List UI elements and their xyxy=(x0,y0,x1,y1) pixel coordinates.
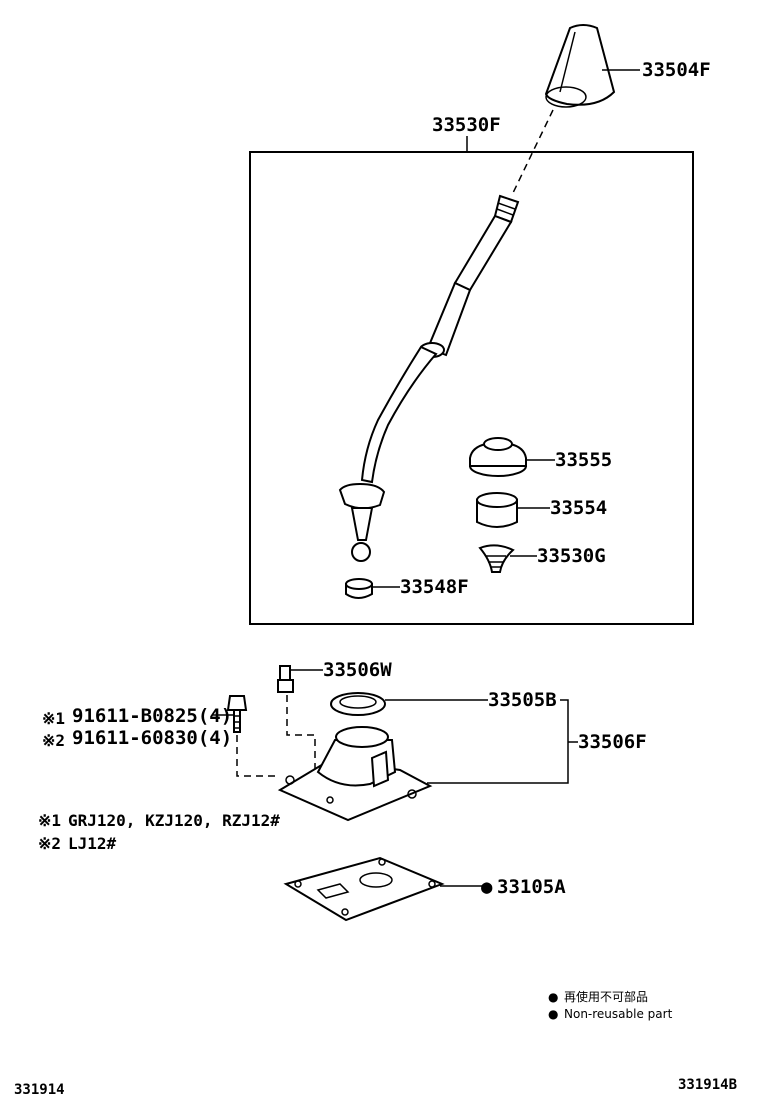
part-number-boot[interactable]: 33555 xyxy=(555,449,612,471)
part-number-bushing[interactable]: 33554 xyxy=(550,497,607,519)
retainer-housing[interactable] xyxy=(277,726,433,822)
lever-bushing[interactable] xyxy=(476,492,518,528)
note-mark-2-footnote: ※2 xyxy=(38,834,61,853)
legend-english: Non-reusable part xyxy=(564,1007,673,1021)
lever-seat[interactable] xyxy=(345,578,373,599)
note-1-text: GRJ120, KZJ120, RZJ12# xyxy=(68,811,280,830)
lever-boot[interactable] xyxy=(469,437,527,477)
retainer-ring[interactable] xyxy=(330,692,386,716)
footer-right-code: 331914B xyxy=(678,1077,737,1093)
mounting-bolt[interactable] xyxy=(226,695,248,733)
part-number-spring[interactable]: 33530G xyxy=(537,545,606,567)
legend-dot-en: ● xyxy=(548,1007,558,1021)
legend-japanese: 再使用不可部品 xyxy=(564,989,648,1004)
note-2-text: LJ12# xyxy=(68,834,117,853)
part-number-lever-assembly[interactable]: 33530F xyxy=(432,114,501,136)
note-mark-1-footnote: ※1 xyxy=(38,811,61,830)
part-number-retainer-ring[interactable]: 33505B xyxy=(488,689,557,711)
shift-knob[interactable] xyxy=(544,24,616,108)
non-reusable-dot-gasket: ● xyxy=(481,876,493,898)
part-number-bolt-1[interactable]: 91611-B0825(4) xyxy=(72,705,232,727)
part-number-knob[interactable]: 33504F xyxy=(642,59,711,81)
floor-gasket[interactable] xyxy=(283,856,445,922)
part-number-retainer-pin[interactable]: 33506W xyxy=(323,659,392,681)
part-number-seat[interactable]: 33548F xyxy=(400,576,469,598)
lever-assembly-box xyxy=(249,151,694,625)
part-number-gasket[interactable]: 33105A xyxy=(497,876,566,898)
retainer-pin[interactable] xyxy=(277,665,294,693)
note-mark-2: ※2 xyxy=(42,731,65,750)
part-number-retainer-housing[interactable]: 33506F xyxy=(578,731,647,753)
footer-left-code: 331914 xyxy=(14,1082,65,1098)
note-mark-1: ※1 xyxy=(42,709,65,728)
shift-lever[interactable] xyxy=(338,194,520,562)
lever-spring[interactable] xyxy=(478,544,515,573)
part-number-bolt-2[interactable]: 91611-60830(4) xyxy=(72,727,232,749)
legend-dot-jp: ● xyxy=(548,990,558,1004)
